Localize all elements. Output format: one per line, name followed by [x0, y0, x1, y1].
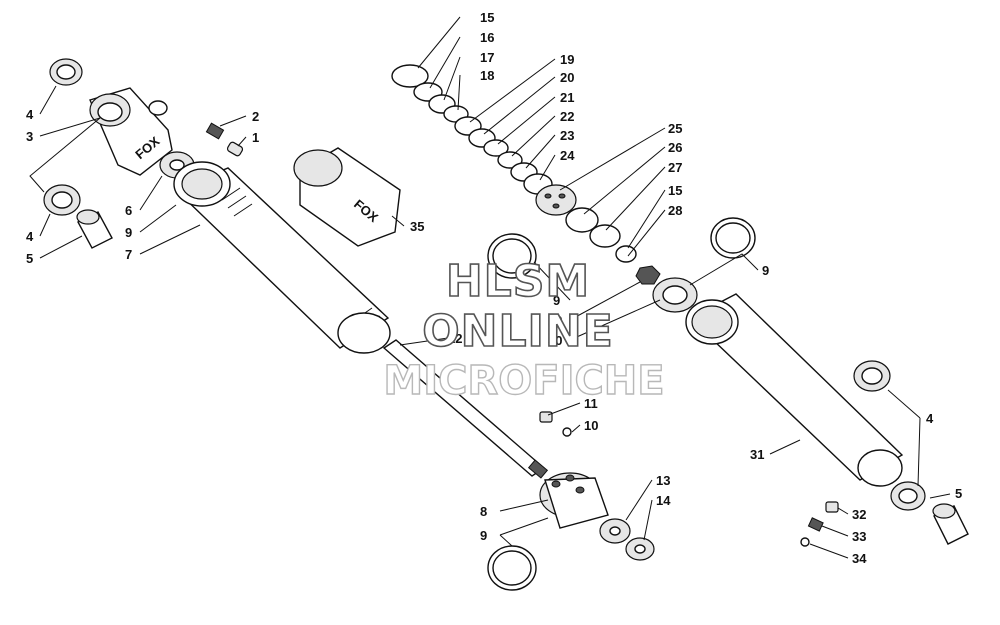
callout-19: 19 [560, 52, 574, 67]
callout-14: 14 [656, 493, 671, 508]
part-4-bushing-left [43, 184, 81, 216]
callout-6: 6 [125, 203, 132, 218]
callout-labels: 2 1 4 3 4 5 6 9 7 35 12 15 16 17 18 19 2… [26, 10, 962, 566]
callout-4: 4 [26, 107, 34, 122]
callout-4: 4 [926, 411, 934, 426]
callout-15: 15 [480, 10, 494, 25]
part-34-ball [800, 537, 810, 547]
callout-22: 22 [560, 109, 574, 124]
callout-11: 11 [584, 396, 598, 411]
part-35-reservoir-cover: FOX [293, 147, 401, 247]
callout-34: 34 [852, 551, 867, 566]
callout-10: 10 [584, 418, 598, 433]
part-9-seal-ring-lower [487, 545, 537, 591]
part-4-bushing-right-lower [890, 481, 926, 511]
callout-25: 25 [668, 121, 682, 136]
callout-33: 33 [852, 529, 866, 544]
part-32-cap [825, 501, 839, 513]
part-31-reservoir-body [685, 293, 904, 487]
reservoir-assembly [685, 217, 969, 547]
callout-31: 31 [750, 447, 764, 462]
part-9-seal-ring-right [710, 217, 756, 259]
part-7-shock-body [173, 161, 391, 354]
callout-4: 4 [26, 229, 34, 244]
callout-13: 13 [656, 473, 670, 488]
callout-9: 9 [125, 225, 132, 240]
part-8-piston [539, 472, 609, 529]
part-29-nut [635, 265, 661, 285]
part-5-sleeve-left [76, 209, 113, 249]
part-12-shaft [382, 339, 549, 479]
callout-29: 29 [548, 313, 562, 328]
shim-stack-assembly [391, 64, 698, 313]
callout-5: 5 [955, 486, 962, 501]
part-13-washer [599, 518, 631, 544]
callout-16: 16 [480, 30, 494, 45]
callout-15: 15 [668, 183, 682, 198]
leader-lines [29, 16, 951, 559]
upper-shock-assembly: FOX [43, 58, 655, 591]
callout-28: 28 [668, 203, 682, 218]
callout-5: 5 [26, 251, 33, 266]
part-15-shim [391, 64, 429, 88]
part-1-valve-cap [226, 141, 244, 157]
callout-9: 9 [480, 528, 487, 543]
callout-1: 1 [252, 130, 259, 145]
callout-18: 18 [480, 68, 494, 83]
callout-21: 21 [560, 90, 574, 105]
callout-30: 30 [548, 333, 562, 348]
callout-12: 12 [448, 331, 462, 346]
part-4-bushing-right [853, 360, 891, 392]
part-25-piston-valve [535, 184, 577, 216]
callout-27: 27 [668, 160, 682, 175]
callout-17: 17 [480, 50, 494, 65]
callout-24: 24 [560, 148, 575, 163]
callout-26: 26 [668, 140, 682, 155]
part-5-sleeve-right [932, 503, 969, 545]
part-11-plug [539, 411, 553, 423]
callout-7: 7 [125, 247, 132, 262]
callout-3: 3 [26, 129, 33, 144]
part-10-ball [562, 427, 572, 437]
part-9-seal-ring-middle [487, 233, 537, 279]
callout-8: 8 [480, 504, 487, 519]
part-33-valve [807, 517, 824, 532]
callout-2: 2 [252, 109, 259, 124]
watermark-line-3: MICROFICHE [383, 358, 664, 404]
part-30-top-cap [652, 277, 698, 313]
callout-23: 23 [560, 128, 574, 143]
callout-9: 9 [553, 293, 560, 308]
watermark-line-2: ONLINE [422, 306, 614, 357]
callout-35: 35 [410, 219, 424, 234]
callout-32: 32 [852, 507, 866, 522]
part-4-bushing-upper [49, 58, 83, 86]
watermark: HLSM ONLINE MICROFICHE [383, 255, 666, 405]
part-3-eyelet-cap: FOX [89, 87, 173, 176]
part-14-washer [625, 537, 655, 561]
callout-20: 20 [560, 70, 574, 85]
watermark-line-1: HLSM [446, 256, 590, 307]
callout-9: 9 [762, 263, 769, 278]
part-2-valve [205, 122, 225, 140]
